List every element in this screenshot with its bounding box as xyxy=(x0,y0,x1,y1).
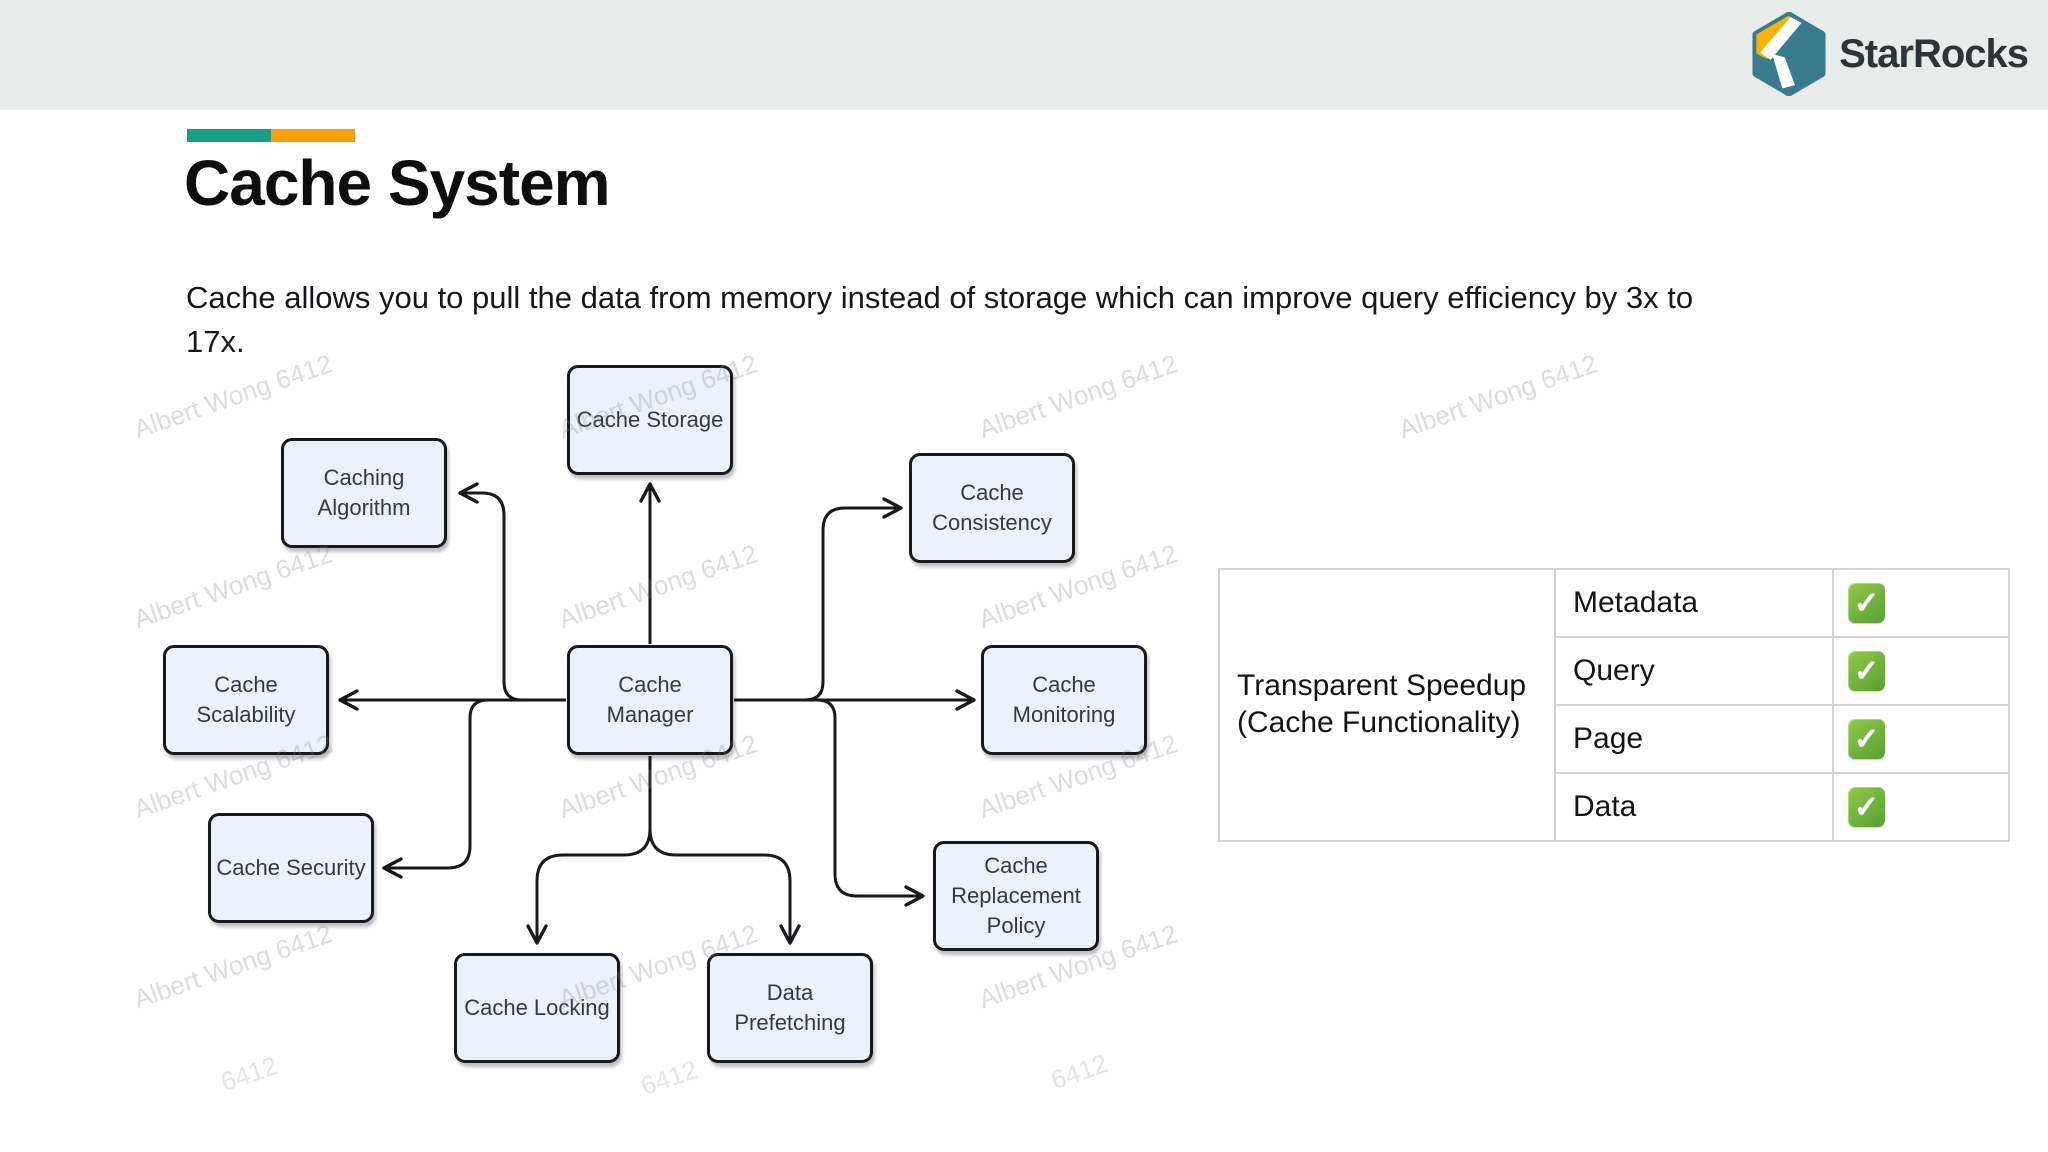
edge-manager-to-locking xyxy=(526,828,652,945)
edge-manager-to-algorithm xyxy=(458,482,523,702)
diagram-node-cache-locking: Cache Locking xyxy=(454,953,620,1063)
diagram-node-label: Cache Security xyxy=(216,855,366,881)
diagram-node-caching-algorithm: Caching Algorithm xyxy=(281,438,447,548)
accent-bar-orange xyxy=(271,129,355,142)
diagram-node-label: Cache Scalability xyxy=(196,672,296,727)
table-row: Query ✓ xyxy=(1556,638,2008,706)
edge-manager-to-security xyxy=(382,698,489,879)
table-row-label: Page xyxy=(1556,706,1834,772)
table-row-check-cell: ✓ xyxy=(1834,638,2008,704)
green-checkmark-icon: ✓ xyxy=(1848,787,1885,827)
diagram-node-label: Cache Manager xyxy=(606,672,694,727)
header-band: StarRocks xyxy=(0,0,2048,110)
diagram-node-cache-security: Cache Security xyxy=(208,813,374,923)
table-row: Data ✓ xyxy=(1556,774,2008,840)
edge-manager-to-consistency xyxy=(804,497,903,702)
diagram-node-label: Cache Storage xyxy=(576,407,724,433)
table-row-check-cell: ✓ xyxy=(1834,706,2008,772)
table-header-cell: Transparent Speedup (Cache Functionality… xyxy=(1220,570,1556,840)
transparent-speedup-table: Transparent Speedup (Cache Functionality… xyxy=(1218,568,2010,842)
diagram-node-cache-replacement-policy: Cache Replacement Policy xyxy=(933,841,1099,951)
starrocks-logo: StarRocks xyxy=(1747,8,2029,100)
subtitle-line-1: Cache allows you to pull the data from m… xyxy=(186,280,1694,315)
green-checkmark-icon: ✓ xyxy=(1848,583,1885,623)
green-checkmark-icon: ✓ xyxy=(1848,719,1885,759)
table-row-check-cell: ✓ xyxy=(1834,774,2008,840)
table-header-line-2: (Cache Functionality) xyxy=(1237,706,1521,739)
page-title: Cache System xyxy=(184,147,611,219)
table-header-line-1: Transparent Speedup xyxy=(1237,669,1527,703)
edge-manager-to-replacement xyxy=(816,698,925,907)
diagram-node-cache-storage: Cache Storage xyxy=(567,365,733,475)
subtitle: Cache allows you to pull the data from m… xyxy=(186,276,1693,364)
table-row-check-cell: ✓ xyxy=(1834,570,2008,636)
table-row: Page ✓ xyxy=(1556,706,2008,774)
diagram-node-label: Cache Replacement Policy xyxy=(951,853,1081,938)
diagram-node-cache-scalability: Cache Scalability xyxy=(163,645,329,755)
diagram-node-cache-consistency: Cache Consistency xyxy=(909,453,1075,563)
table-row-label: Data xyxy=(1556,774,1834,840)
table-row: Metadata ✓ xyxy=(1556,570,2008,638)
accent-bar xyxy=(187,129,355,142)
diagram-node-cache-monitoring: Cache Monitoring xyxy=(981,645,1147,755)
diagram-node-label: Caching Algorithm xyxy=(317,465,411,520)
diagram-node-cache-manager: Cache Manager xyxy=(567,645,733,755)
table-rows: Metadata ✓ Query ✓ Page ✓ Data ✓ xyxy=(1556,570,2008,840)
diagram-node-data-prefetching: Data Prefetching xyxy=(707,953,873,1063)
table-row-label: Query xyxy=(1556,638,1834,704)
diagram-node-label: Cache Consistency xyxy=(932,480,1052,535)
starrocks-logo-text: StarRocks xyxy=(1839,31,2029,76)
edge-manager-to-prefetching xyxy=(648,828,801,945)
subtitle-line-2: 17x. xyxy=(186,324,245,359)
starrocks-logo-icon xyxy=(1752,12,1826,96)
green-checkmark-icon: ✓ xyxy=(1848,651,1885,691)
diagram-node-label: Cache Monitoring xyxy=(1012,672,1116,727)
diagram-node-label: Data Prefetching xyxy=(734,980,846,1035)
diagram-node-label: Cache Locking xyxy=(464,995,610,1021)
table-row-label: Metadata xyxy=(1556,570,1834,636)
accent-bar-teal xyxy=(187,129,271,142)
